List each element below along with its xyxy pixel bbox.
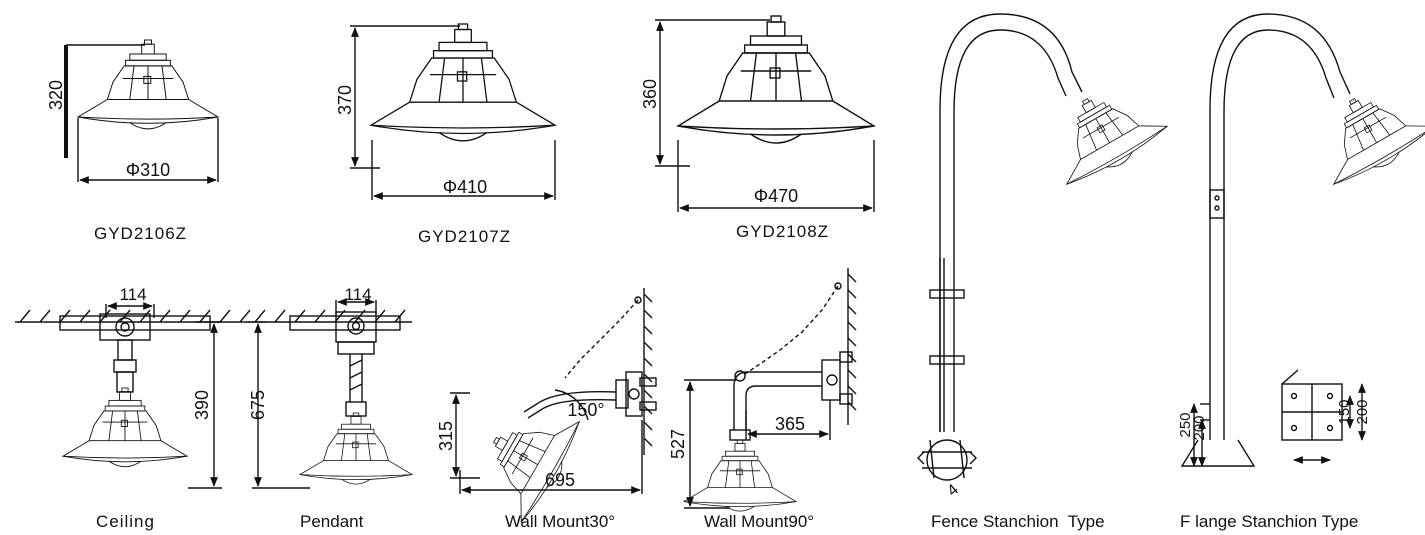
fence-dim-label: 4 bbox=[944, 481, 962, 500]
gyd2108z-diameter-label: Φ470 bbox=[754, 186, 798, 206]
lamp-gyd2107z-drawing bbox=[350, 23, 556, 200]
ceiling-width-label: 114 bbox=[119, 285, 146, 304]
wall30-caption: Wall Mount30° bbox=[505, 512, 616, 531]
ceiling-caption: Ceiling bbox=[96, 512, 155, 531]
wall90-height-label: 527 bbox=[668, 429, 688, 459]
gyd2107z-diameter-label: Φ410 bbox=[443, 177, 487, 197]
gyd2106z-height-label: 320 bbox=[46, 80, 66, 110]
wall30-height-label: 315 bbox=[436, 421, 456, 451]
lamp-gyd2108z-drawing bbox=[655, 15, 875, 212]
wall-mount-90-drawing bbox=[683, 268, 857, 512]
ceiling-mount-drawing bbox=[15, 302, 251, 489]
wall30-length-label: 695 bbox=[545, 470, 575, 490]
flange-dim-b-label: 200 bbox=[1191, 415, 1208, 440]
fence-caption: Fence Stanchion Type bbox=[931, 512, 1105, 531]
wall30-angle-label: 150° bbox=[567, 400, 604, 420]
gyd2107z-caption: GYD2107Z bbox=[418, 227, 512, 246]
pendant-width-label: 114 bbox=[344, 285, 371, 304]
gyd2106z-diameter-label: Φ310 bbox=[126, 160, 170, 180]
lamp-gyd2106z-drawing bbox=[64, 39, 219, 184]
flange-stanchion-drawing bbox=[1180, 13, 1425, 467]
fence-stanchion-drawing bbox=[917, 13, 1173, 481]
gyd2107z-height-label: 370 bbox=[335, 85, 355, 115]
ceiling-height-label: 390 bbox=[192, 390, 212, 420]
pendant-caption: Pendant bbox=[300, 512, 364, 531]
gyd2106z-caption: GYD2106Z bbox=[94, 224, 188, 243]
wall-mount-30-drawing bbox=[450, 288, 657, 528]
gyd2108z-caption: GYD2108Z bbox=[736, 222, 830, 241]
wall90-length-label: 365 bbox=[775, 414, 805, 434]
flange-dim-d-label: 200 bbox=[1354, 399, 1371, 424]
pendant-mount-drawing bbox=[248, 298, 413, 489]
gyd2108z-height-label: 360 bbox=[640, 79, 660, 109]
flange-dim-a-label: 250 bbox=[1177, 412, 1194, 437]
flange-dim-c-label: 150 bbox=[1336, 399, 1353, 424]
pendant-height-label: 675 bbox=[248, 390, 268, 420]
wall90-caption: Wall Mount90° bbox=[704, 512, 815, 531]
flange-caption: F lange Stanchion Type bbox=[1180, 512, 1359, 531]
